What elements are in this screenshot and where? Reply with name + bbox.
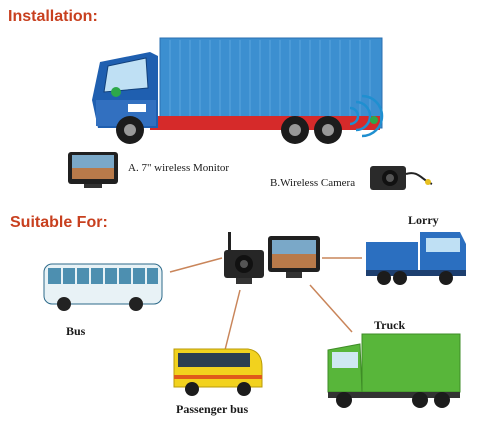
- suitable-for-heading: Suitable For:: [10, 214, 108, 231]
- truck-label: Truck: [374, 318, 406, 332]
- bus-image: [43, 263, 163, 311]
- passenger-bus-image: [173, 348, 263, 396]
- installation-heading: Installation:: [8, 8, 98, 25]
- camera-label: B.Wireless Camera: [270, 177, 356, 189]
- camera-image: [370, 166, 433, 190]
- bus-label: Bus: [66, 324, 86, 338]
- monitor-label: A. 7" wireless Monitor: [128, 162, 230, 174]
- lorry-image: [366, 232, 466, 285]
- monitor-image: [68, 152, 118, 188]
- lorry-label: Lorry: [408, 213, 439, 227]
- central-monitor-image: [268, 236, 320, 278]
- passenger-bus-label: Passenger bus: [176, 402, 249, 416]
- central-camera-image: [224, 232, 264, 284]
- truck-image: [327, 333, 461, 408]
